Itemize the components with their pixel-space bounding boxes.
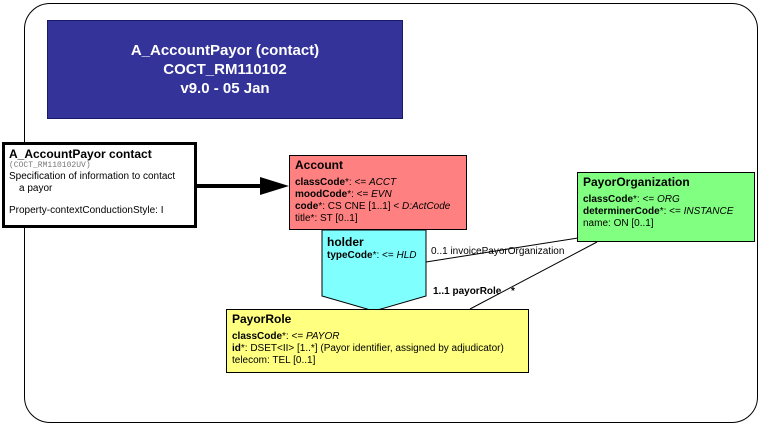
entry-point-description-1: Specification of information to contact xyxy=(9,171,176,182)
payor-role-attr-id: id*: DSET<II> [1..*] (Payor identifier, … xyxy=(232,343,504,354)
payor-role-attr-classcode: classCode*: <= PAYOR xyxy=(232,331,340,342)
payor-role-multiplicity-label: * xyxy=(511,286,515,297)
payor-organization-attr-name: name: ON [0..1] xyxy=(583,218,654,229)
entry-point-description-2: a payor xyxy=(19,183,53,194)
account-attr-classcode: classCode*: <= ACCT xyxy=(295,177,397,188)
account-attr-code: code*: CS CNE [1..1] < D:ActCode xyxy=(295,201,451,212)
payor-organization-attr-classcode: classCode*: <= ORG xyxy=(583,194,680,205)
title-line-2: COCT_RM110102 xyxy=(163,61,287,78)
entry-point-property: Property-contextConductionStyle: I xyxy=(9,205,164,216)
payor-role-attr-telecom: telecom: TEL [0..1] xyxy=(232,355,316,366)
holder-name: holder xyxy=(327,235,364,249)
payor-organization-name: PayorOrganization xyxy=(583,175,690,189)
payor-organization-attr-determinercode: determinerCode*: <= INSTANCE xyxy=(583,206,734,217)
title-line-1: A_AccountPayor (contact) xyxy=(130,42,320,59)
account-class-box[interactable]: Account classCode*: <= ACCT moodCode*: <… xyxy=(289,155,467,230)
entry-point-name: A_AccountPayor contact xyxy=(9,147,152,161)
invoice-payor-organization-label: 0..1 invoicePayorOrganization xyxy=(431,246,565,257)
payor-role-association-label: 1..1 payorRole xyxy=(433,286,502,297)
account-attr-moodcode: moodCode*: <= EVN xyxy=(295,189,392,200)
holder-shape[interactable] xyxy=(321,229,427,312)
holder-attr-typecode: typeCode*: <= HLD xyxy=(327,250,417,261)
entry-arrow-head xyxy=(260,177,289,195)
payor-role-class-box[interactable]: PayorRole classCode*: <= PAYOR id*: DSET… xyxy=(226,309,529,373)
account-attr-title: title*: ST [0..1] xyxy=(295,213,358,224)
association-line-payor-org xyxy=(469,241,598,310)
payor-role-name: PayorRole xyxy=(232,312,292,326)
payor-organization-class-box[interactable]: PayorOrganization classCode*: <= ORG det… xyxy=(577,172,755,242)
holder-label-group: holder typeCode*: <= HLD xyxy=(327,235,416,262)
account-name: Account xyxy=(295,158,343,172)
title-line-3: v9.0 - 05 Jan xyxy=(180,80,270,97)
entry-point-id: (COCT_RM110102UV) xyxy=(9,161,91,170)
title-box: A_AccountPayor (contact) COCT_RM110102 v… xyxy=(47,20,403,119)
entry-point-box[interactable]: A_AccountPayor contact (COCT_RM110102UV)… xyxy=(2,142,197,228)
association-line-invoice xyxy=(425,237,579,263)
